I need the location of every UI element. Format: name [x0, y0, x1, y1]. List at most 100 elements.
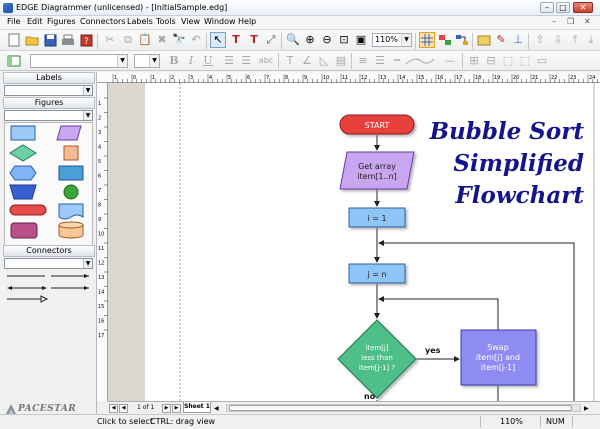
figure-hexagon[interactable]	[9, 165, 37, 181]
marker-icon[interactable]: ✎	[496, 33, 506, 46]
menu-figures[interactable]: Figures	[47, 17, 76, 26]
line-width-icon[interactable]: ☰	[375, 54, 385, 67]
figure-diamond[interactable]	[9, 144, 37, 162]
comment-icon[interactable]: ▭	[536, 54, 548, 67]
panel-toggle-icon[interactable]	[6, 53, 22, 69]
font-size-select[interactable]: ▼	[134, 54, 160, 68]
align-center-icon[interactable]: ☰	[241, 54, 251, 67]
line-color-icon[interactable]: ∠	[302, 54, 312, 67]
prev-page-button[interactable]: ◀	[119, 404, 128, 413]
send-back-icon[interactable]: ⇩	[553, 33, 563, 46]
italic-button[interactable]: I	[188, 54, 194, 67]
i-assign-node[interactable]: i = 1	[348, 207, 406, 228]
select-tool-icon[interactable]: ↖	[210, 32, 226, 48]
horizontal-scrollbar[interactable]	[226, 404, 581, 412]
figure-rectangle[interactable]	[10, 125, 36, 141]
labels-select[interactable]: ▼	[4, 85, 93, 96]
zoom-in-icon[interactable]: ⊕	[305, 33, 315, 46]
align-left-icon[interactable]: ☰	[224, 54, 234, 67]
last-page-button[interactable]: ▶	[172, 404, 181, 413]
line-style-icon[interactable]: ≡	[358, 54, 368, 67]
swap-node[interactable]: Swap item[j] and item[j-1]	[460, 329, 537, 386]
connector-hollow-arrow[interactable]	[7, 295, 49, 303]
underline-button[interactable]: U	[203, 54, 213, 67]
mdi-minimize-icon[interactable]: –	[552, 17, 556, 26]
minimize-button[interactable]: –	[540, 2, 554, 13]
menu-edit[interactable]: Edit	[27, 17, 43, 26]
figures-select[interactable]: ▼	[4, 110, 93, 121]
menu-file[interactable]: File	[7, 17, 21, 26]
new-file-icon[interactable]	[6, 32, 22, 48]
mdi-close-icon[interactable]: ✕	[584, 17, 591, 26]
figure-parallelogram[interactable]	[56, 125, 82, 141]
fill-icon[interactable]: ▤	[335, 54, 347, 67]
menu-help[interactable]: Help	[238, 17, 257, 26]
save-icon[interactable]	[42, 32, 58, 48]
align-bottom-icon[interactable]: ⤓	[588, 33, 594, 46]
axis-icon[interactable]: ⊥	[513, 33, 523, 46]
group-icon[interactable]: ⊞	[469, 54, 479, 67]
figure-circle[interactable]	[63, 184, 79, 200]
grid-icon[interactable]	[419, 32, 435, 48]
figure-square[interactable]	[63, 145, 79, 161]
decision-node[interactable]: item[j] less than item[j-1] ?	[337, 319, 417, 399]
figure-terminator[interactable]	[9, 204, 47, 216]
zoom-page-icon[interactable]: ▣	[355, 33, 367, 46]
j-assign-node[interactable]: j = n	[348, 263, 406, 284]
connector-arrow[interactable]	[51, 274, 89, 278]
menu-view[interactable]: View	[181, 17, 200, 26]
image-icon[interactable]	[476, 32, 492, 48]
copy-icon[interactable]: ⧉	[124, 33, 132, 46]
print-icon[interactable]	[60, 32, 76, 48]
figure-cylinder[interactable]	[58, 221, 84, 239]
menu-labels[interactable]: Labels	[127, 17, 153, 26]
distribute-icon[interactable]: ⬚	[519, 54, 531, 67]
scroll-left-button[interactable]: ◀	[214, 405, 219, 412]
font-name-select[interactable]: ▼	[30, 54, 128, 68]
size-icon[interactable]: ⬚	[502, 54, 514, 67]
first-page-button[interactable]: ◀	[109, 404, 118, 413]
connect-tool-icon[interactable]: ⤢	[266, 33, 276, 46]
line-dash-icon[interactable]: ┅	[393, 54, 401, 67]
cut-icon[interactable]: ✂	[105, 33, 115, 46]
paste-icon[interactable]: 📋	[138, 33, 152, 46]
figure-rounded-box[interactable]	[10, 222, 38, 239]
zoom-out-icon[interactable]: ⊖	[322, 33, 332, 46]
scroll-right-button[interactable]: ▶	[584, 405, 589, 412]
undo-icon[interactable]: ↶	[191, 33, 201, 46]
shapes-icon[interactable]	[437, 32, 453, 48]
label-tool-icon[interactable]: T	[250, 33, 258, 46]
menu-tools[interactable]: Tools	[156, 17, 176, 26]
get-array-node[interactable]: Get array item[1..n]	[339, 151, 415, 190]
menu-window[interactable]: Window	[204, 17, 236, 26]
open-folder-icon[interactable]	[24, 32, 40, 48]
help-book-icon[interactable]: ?	[78, 32, 94, 48]
zoom-select[interactable]: 110% ▼	[372, 33, 412, 47]
mdi-restore-icon[interactable]: ❐	[567, 17, 575, 26]
ungroup-icon[interactable]: ⊟	[486, 54, 496, 67]
connector-style-icon[interactable]	[404, 53, 436, 69]
connectors-select[interactable]: ▼	[4, 258, 93, 269]
layout-icon[interactable]	[454, 32, 470, 48]
start-node[interactable]: START	[339, 114, 415, 135]
figure-trapezoid[interactable]	[9, 184, 37, 200]
label-style-button[interactable]: abc	[258, 56, 274, 65]
zoom-fit-icon[interactable]: ⊡	[339, 33, 349, 46]
menu-connectors[interactable]: Connectors	[80, 17, 126, 26]
delete-icon[interactable]: ✖	[157, 33, 167, 46]
bring-front-icon[interactable]: ⇧	[535, 33, 545, 46]
connector-arrow-head[interactable]	[51, 286, 89, 290]
sheet-tab[interactable]: Sheet 1	[183, 402, 211, 413]
horizontal-scrollbar-thumb[interactable]	[229, 405, 572, 411]
zoom-icon[interactable]: 🔍	[286, 33, 300, 46]
text-color-icon[interactable]: T	[286, 54, 294, 67]
fill-color-icon[interactable]: ◺	[319, 54, 329, 67]
find-icon[interactable]: 🔭	[172, 33, 186, 46]
next-page-button[interactable]: ▶	[162, 404, 171, 413]
connector-double-arrow[interactable]	[7, 286, 47, 290]
diagram-canvas[interactable]: START Get array item[1..n] i = 1 j = n i	[108, 83, 600, 401]
arrow-style-icon[interactable]: —	[444, 54, 456, 67]
figure-document[interactable]	[58, 203, 84, 220]
diagram-heading[interactable]: Bubble Sort Simplified Flowchart	[429, 118, 585, 209]
text-tool-icon[interactable]: T	[232, 33, 240, 46]
